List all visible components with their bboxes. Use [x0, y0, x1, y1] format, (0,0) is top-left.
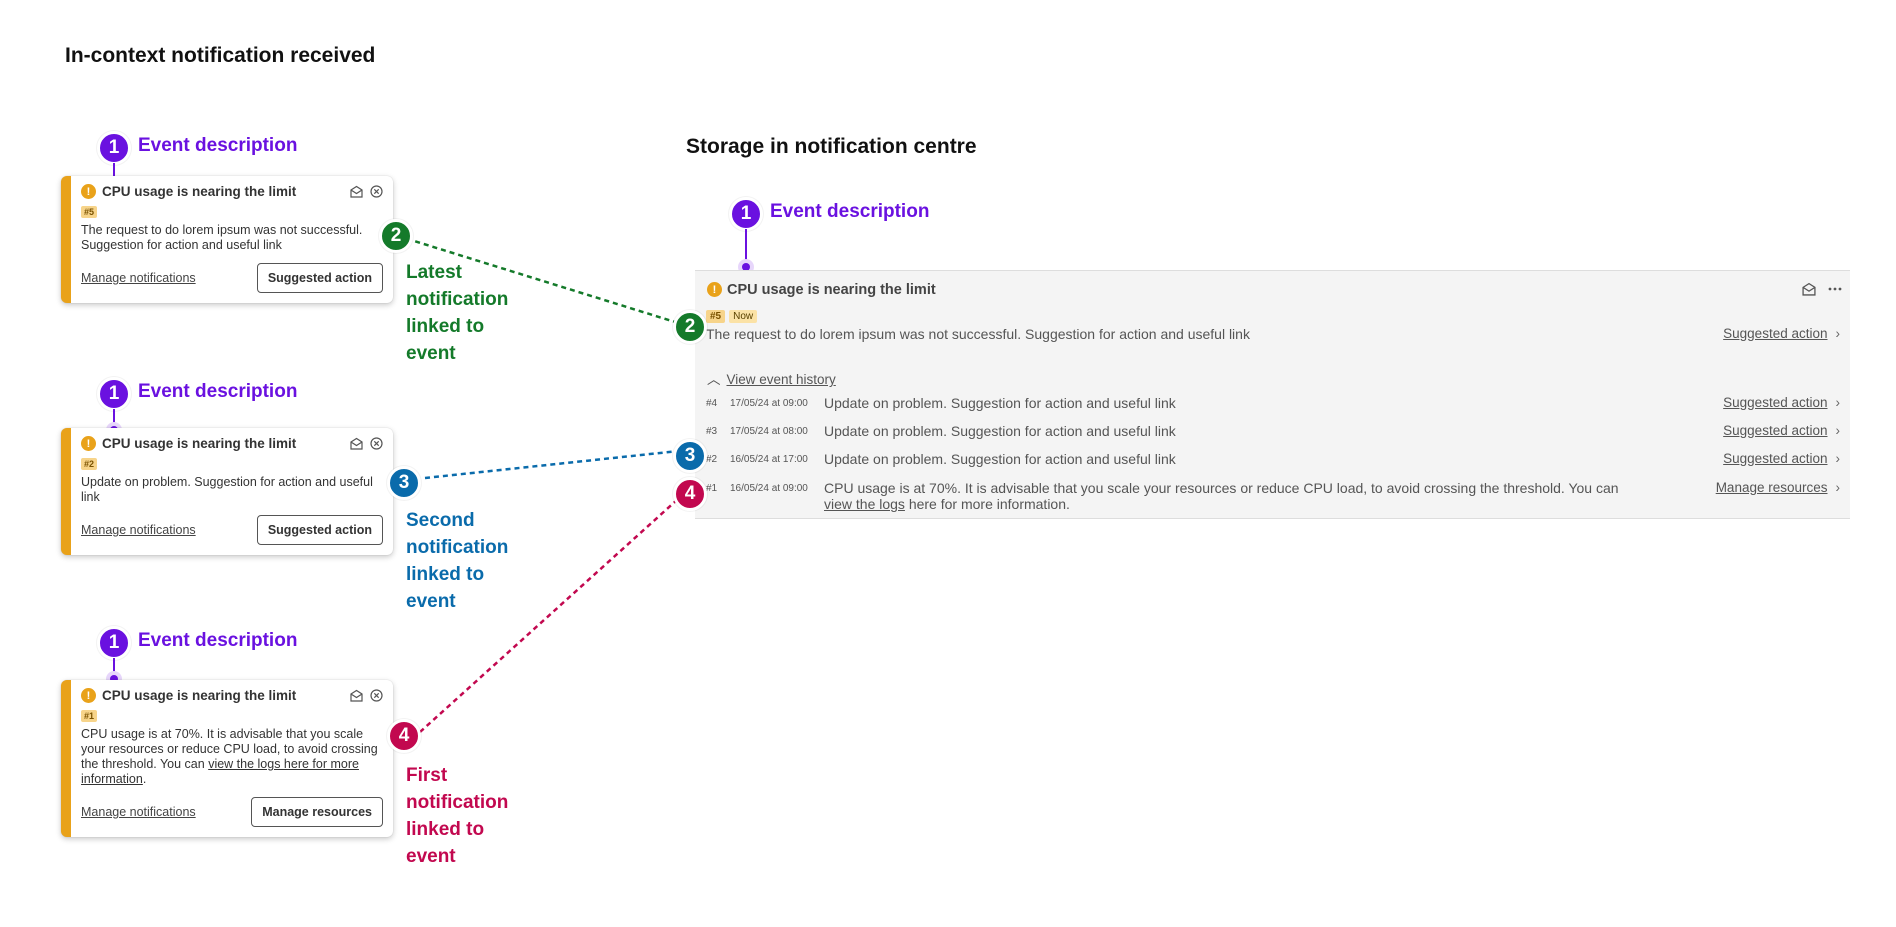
left-heading: In-context notification received [65, 44, 376, 67]
event-marker-2: 1 [97, 377, 131, 411]
event-marker-centre: 1 [729, 197, 763, 231]
close-circle-icon[interactable] [369, 185, 383, 199]
toast-title: CPU usage is nearing the limit [102, 436, 297, 451]
suggested-action-link[interactable]: Suggested action› [1723, 451, 1840, 466]
event-stem-dot-centre [742, 263, 750, 271]
history-row: #1 16/05/24 at 09:00 CPU usage is at 70%… [706, 480, 1619, 512]
marker-latest-centre: 2 [673, 310, 707, 344]
event-marker-3: 1 [97, 626, 131, 660]
toast-title: CPU usage is nearing the limit [102, 688, 297, 703]
event-stem-1 [113, 163, 115, 183]
time-badge: Now [729, 310, 758, 323]
toast-body: The request to do lorem ipsum was not su… [81, 223, 363, 252]
event-description-label-3: Event description [138, 630, 298, 651]
event-stem-3 [113, 658, 115, 678]
chevron-right-icon: › [1835, 423, 1841, 438]
toast-latest: ! CPU usage is nearing the limit #5 The … [61, 176, 393, 303]
marker-second: 3 [387, 466, 421, 500]
close-circle-icon[interactable] [369, 437, 383, 451]
marker-first: 4 [387, 719, 421, 753]
connector-second [424, 448, 689, 480]
event-stem-2 [113, 409, 115, 429]
centre-title: CPU usage is nearing the limit [727, 282, 936, 298]
caption-first: First notification linked to event [406, 765, 509, 867]
suggested-action-link[interactable]: Suggested action› [1723, 423, 1840, 438]
close-circle-icon[interactable] [369, 689, 383, 703]
toast-body: Update on problem. Suggestion for action… [81, 475, 373, 504]
toast-header: ! CPU usage is nearing the limit [81, 184, 383, 199]
chevron-up-icon: ︿ [707, 372, 721, 387]
exclamation-circle-icon: ! [707, 282, 722, 297]
marker-first-centre: 4 [673, 477, 707, 511]
exclamation-circle-icon: ! [81, 688, 96, 703]
exclamation-circle-icon: ! [81, 184, 96, 199]
suggested-action-link[interactable]: Suggested action› [1723, 395, 1840, 410]
chevron-right-icon: › [1835, 326, 1841, 341]
event-description-label-2: Event description [138, 381, 298, 402]
envelope-open-icon[interactable] [349, 689, 363, 703]
envelope-open-icon[interactable] [1802, 282, 1816, 296]
centre-body: The request to do lorem ipsum was not su… [706, 326, 1250, 342]
event-description-label-1: Event description [138, 135, 298, 156]
history-row: #3 17/05/24 at 08:00 Update on problem. … [706, 423, 1176, 439]
suggested-action-button[interactable]: Suggested action [256, 515, 383, 545]
ellipsis-icon[interactable] [1828, 282, 1842, 296]
marker-second-centre: 3 [673, 439, 707, 473]
view-logs-link[interactable]: view the logs [824, 496, 905, 512]
manage-notifications-link[interactable]: Manage notifications [81, 271, 196, 285]
caption-latest: Latest notification linked to event [406, 262, 509, 364]
manage-notifications-link[interactable]: Manage notifications [81, 523, 196, 537]
manage-notifications-link[interactable]: Manage notifications [81, 805, 196, 819]
suggested-action-link[interactable]: Suggested action› [1723, 326, 1840, 341]
toast-header: ! CPU usage is nearing the limit [81, 688, 383, 703]
chevron-right-icon: › [1835, 451, 1841, 466]
exclamation-circle-icon: ! [81, 436, 96, 451]
chevron-right-icon: › [1835, 395, 1841, 410]
caption-second: Second notification linked to event [406, 510, 509, 612]
toast-second: ! CPU usage is nearing the limit #2 Upda… [61, 428, 393, 555]
envelope-open-icon[interactable] [349, 437, 363, 451]
toast-first: ! CPU usage is nearing the limit #1 CPU … [61, 680, 393, 837]
view-event-history-toggle[interactable]: ︿View event history [707, 372, 836, 387]
notification-number-badge: #5 [81, 206, 98, 218]
notification-number-badge: #1 [81, 710, 98, 722]
toast-body: CPU usage is at 70%. It is advisable tha… [81, 727, 378, 786]
manage-resources-link[interactable]: Manage resources› [1715, 480, 1841, 495]
manage-resources-button[interactable]: Manage resources [251, 797, 383, 827]
notification-number-badge: #2 [81, 458, 98, 470]
toast-header: ! CPU usage is nearing the limit [81, 436, 383, 451]
event-stem-dot-3 [110, 675, 118, 683]
event-marker-1: 1 [97, 131, 131, 165]
toast-title: CPU usage is nearing the limit [102, 184, 297, 199]
history-row: #4 17/05/24 at 09:00 Update on problem. … [706, 395, 1176, 411]
event-stem-centre [745, 229, 747, 265]
envelope-open-icon[interactable] [349, 185, 363, 199]
notification-number-badge: #5 [706, 310, 726, 323]
marker-latest: 2 [379, 219, 413, 253]
notification-centre-panel: ! CPU usage is nearing the limit #5 Now … [695, 270, 1850, 519]
history-row: #2 16/05/24 at 17:00 Update on problem. … [706, 451, 1176, 467]
suggested-action-button[interactable]: Suggested action [256, 263, 383, 293]
view-logs-link[interactable]: view the logs here for more information [81, 757, 359, 786]
chevron-right-icon: › [1835, 480, 1841, 495]
event-description-label-centre: Event description [770, 201, 930, 222]
right-heading: Storage in notification centre [686, 135, 977, 158]
